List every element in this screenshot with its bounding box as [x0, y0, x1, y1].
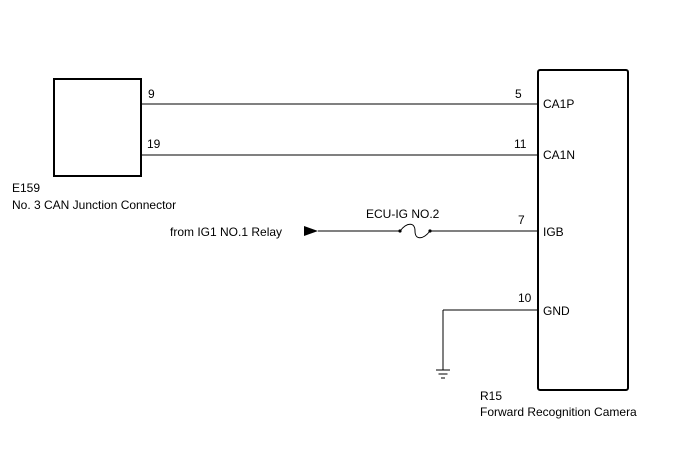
ca1p-right-pin: 5 — [515, 87, 522, 101]
camera-box — [537, 69, 629, 391]
fuse-label: ECU-IG NO.2 — [366, 207, 440, 221]
fuse-icon — [399, 223, 431, 239]
ca1p-left-pin: 9 — [148, 87, 155, 101]
ca1p-terminal: CA1P — [543, 97, 574, 111]
ca1n-terminal: CA1N — [543, 148, 575, 162]
junction-connector-name: No. 3 CAN Junction Connector — [12, 198, 176, 212]
igb-right-pin: 7 — [518, 213, 525, 227]
junction-connector-box — [53, 78, 142, 177]
junction-connector-code: E159 — [12, 181, 40, 195]
ca1n-right-pin: 11 — [514, 137, 527, 151]
fuse-terminal-left — [398, 229, 402, 233]
gnd-terminal: GND — [543, 304, 570, 318]
gnd-right-pin: 10 — [518, 291, 532, 305]
camera-code: R15 — [480, 389, 502, 403]
camera-name: Forward Recognition Camera — [480, 405, 637, 419]
ca1n-left-pin: 19 — [147, 137, 161, 151]
igb-source-label: from IG1 NO.1 Relay — [170, 225, 282, 239]
arrow-right-icon — [304, 226, 318, 236]
igb-terminal: IGB — [543, 225, 564, 239]
ground-icon — [436, 369, 450, 379]
